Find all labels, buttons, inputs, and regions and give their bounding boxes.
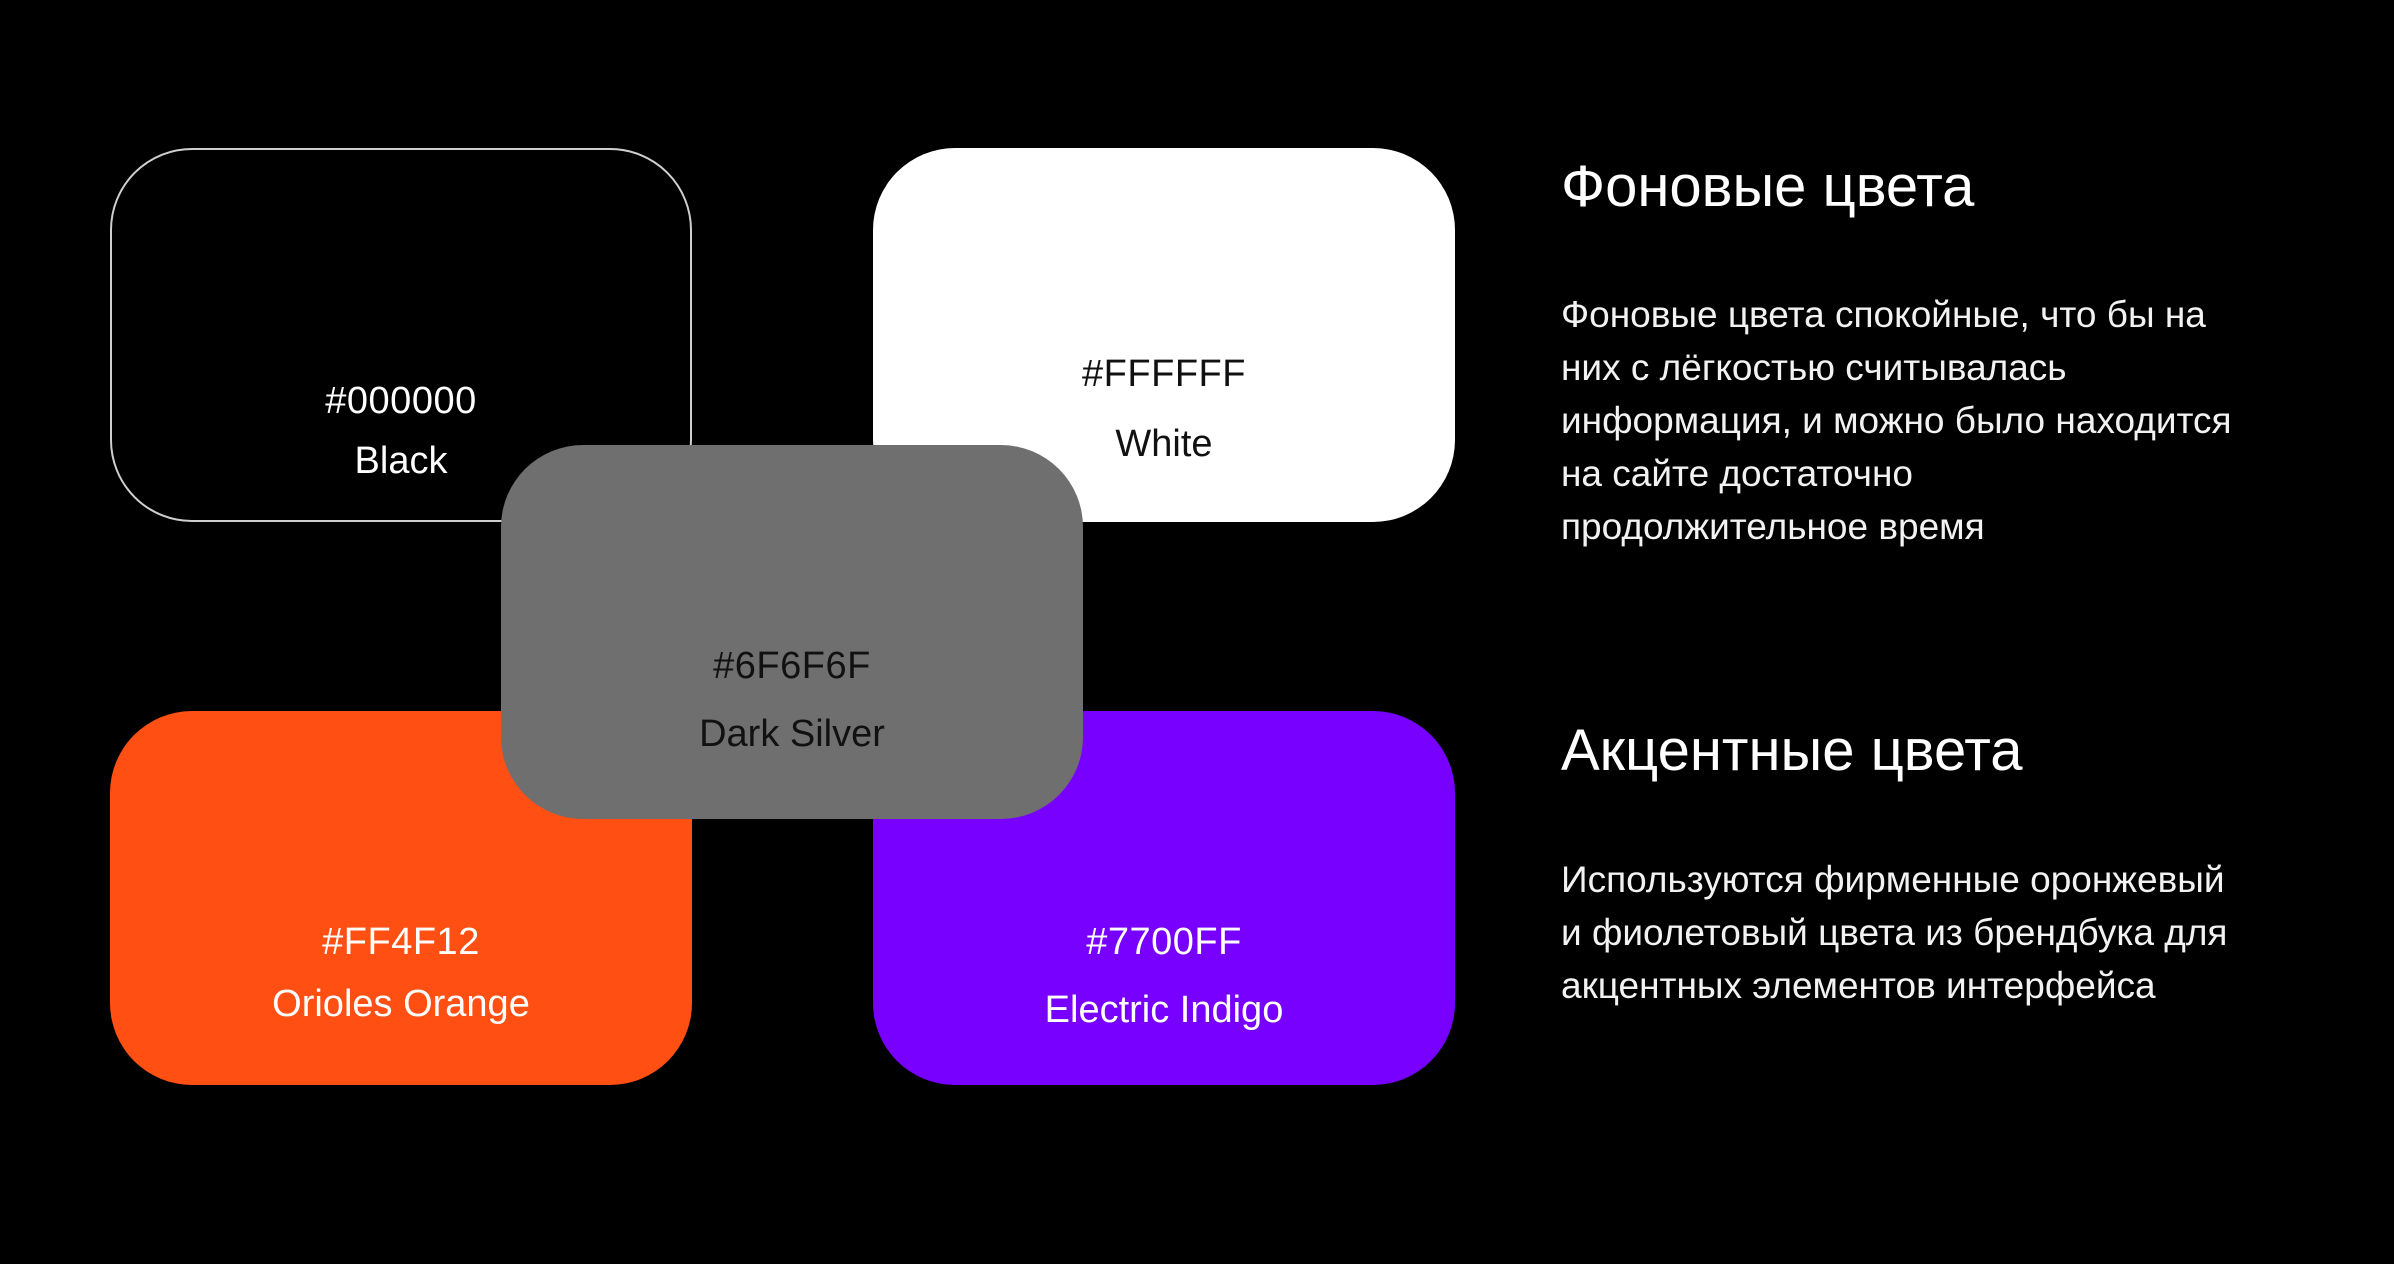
description-line: Фоновые цвета спокойные, что бы на: [1561, 294, 2206, 335]
swatch-name: Black: [354, 440, 448, 482]
description-line: информация, и можно было находится: [1561, 400, 2232, 441]
description-line: продолжительное время: [1561, 506, 1985, 547]
section-description: Используются фирменные оронжевый и фиоле…: [1561, 853, 2321, 1012]
swatch-hex: #7700FF: [1086, 921, 1242, 963]
swatch-name: Dark Silver: [699, 713, 885, 755]
swatch-name: Orioles Orange: [272, 983, 530, 1025]
description-line: них с лёгкостью считывалась: [1561, 347, 2067, 388]
swatch-hex: #FFFFFF: [1082, 353, 1246, 395]
section-title: Фоновые цвета: [1561, 154, 1975, 219]
description-line: на сайте достаточно: [1561, 453, 1913, 494]
swatch-name: White: [1115, 423, 1213, 465]
swatch-name: Electric Indigo: [1044, 989, 1284, 1031]
swatch-hex: #FF4F12: [322, 921, 480, 963]
section-title: Акцентные цвета: [1561, 718, 2023, 783]
swatch-hex: #000000: [325, 380, 477, 422]
description-line: Используются фирменные оронжевый: [1561, 859, 2225, 900]
swatch-dark-silver: #6F6F6F Dark Silver: [501, 445, 1083, 819]
section-description: Фоновые цвета спокойные, что бы на них с…: [1561, 288, 2321, 553]
swatch-black: #000000 Black: [110, 148, 692, 522]
description-line: и фиолетовый цвета из брендбука для: [1561, 912, 2228, 953]
description-line: акцентных элементов интерфейса: [1561, 965, 2156, 1006]
swatch-hex: #6F6F6F: [713, 645, 871, 687]
